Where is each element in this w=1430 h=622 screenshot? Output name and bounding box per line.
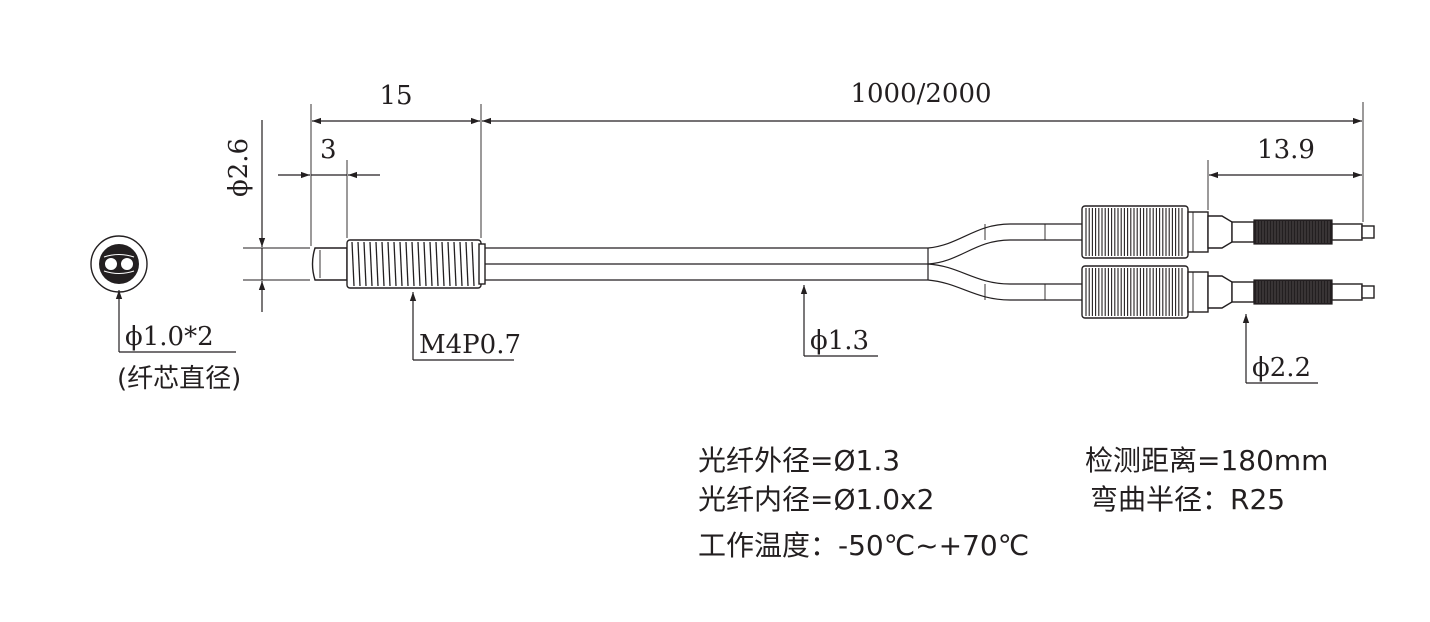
- cable-diameter-label: ϕ1.3: [810, 326, 869, 356]
- connector-diameter-label: ϕ2.2: [1252, 353, 1311, 383]
- end-view: ϕ1.0*2 (纤芯直径): [90, 235, 241, 394]
- core-diameter-note: (纤芯直径): [117, 364, 241, 394]
- dim-cable-length: 1000/2000: [482, 79, 1364, 222]
- spec-bend-radius: 弯曲半径：R25: [1090, 483, 1285, 516]
- connector-lower: [1081, 265, 1375, 319]
- connectors: [1081, 205, 1375, 319]
- dim-tip-length: 3: [278, 135, 380, 238]
- dim-connector-diameter: ϕ2.2: [1242, 314, 1318, 384]
- dim-probe-diameter: ϕ2.6: [224, 120, 310, 312]
- end-view-core-left: [104, 257, 118, 271]
- spec-temperature: 工作温度：-50℃~+70℃: [698, 529, 1029, 562]
- tip-length-label: 3: [320, 135, 337, 165]
- end-view-core-right: [120, 257, 134, 271]
- thread-label: M4P0.7: [419, 330, 521, 360]
- probe-length-label: 15: [379, 81, 412, 111]
- spec-inner-diameter: 光纤内径=Ø1.0x2: [698, 483, 934, 516]
- cable-length-label: 1000/2000: [850, 79, 991, 109]
- connector-upper: [1081, 205, 1375, 259]
- probe-head: [311, 239, 486, 289]
- probe-diameter-label: ϕ2.6: [224, 138, 254, 197]
- probe-tip: [311, 247, 348, 281]
- dim-cable-diameter: ϕ1.3: [800, 285, 878, 357]
- core-diameter-label: ϕ1.0*2: [125, 322, 214, 352]
- connector-length-label: 13.9: [1257, 135, 1315, 165]
- specifications: 光纤外径=Ø1.3 光纤内径=Ø1.0x2 工作温度：-50℃~+70℃ 检测距…: [698, 444, 1328, 562]
- end-view-jacket: [99, 244, 139, 284]
- dim-connector-length: 13.9: [1207, 135, 1362, 210]
- spec-detection-distance: 检测距离=180mm: [1085, 444, 1328, 477]
- spec-outer-diameter: 光纤外径=Ø1.3: [698, 444, 900, 477]
- dim-thread: M4P0.7: [409, 292, 521, 361]
- fiber-cable: [485, 223, 1082, 301]
